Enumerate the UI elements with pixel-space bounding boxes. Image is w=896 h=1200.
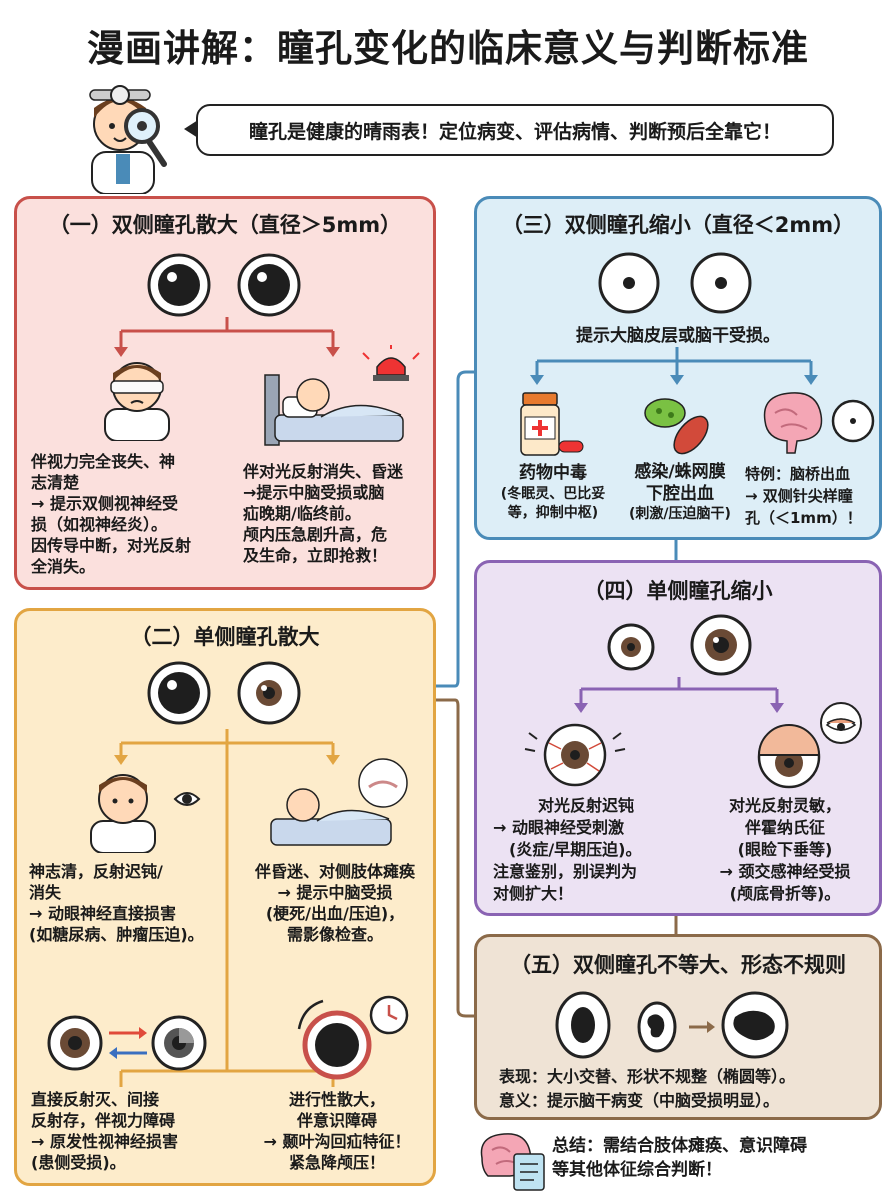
panel4-left-text: 对光反射迟钝 → 动眼神经受刺激 (炎症/早期压迫)。 注意鉴别，别误判为 对侧…: [493, 796, 642, 903]
paralyzed-patient-icon: [270, 758, 408, 846]
ptosis-eye-icon: [757, 702, 862, 789]
panel4-branch-arrow: [574, 677, 784, 713]
summary-text: 总结：需结合肢体瘫痪、意识障碍 等其他体征综合判断！: [552, 1136, 807, 1180]
brain-clipboard-icon: [480, 1133, 545, 1191]
brain-pinpoint-eye-icon: [763, 392, 875, 454]
afferent-defect-eyes-icon: [47, 1015, 207, 1071]
blindfolded-patient-icon: [104, 362, 170, 441]
panel3-subtitle: 提示大脑皮层或脑干受损。: [576, 326, 780, 346]
panel-bilateral-constriction: （三）双侧瞳孔缩小（直径＜2mm） 提示大脑皮层或脑干受损。 药物中毒 (冬眠灵…: [474, 196, 882, 540]
irregular-pupils-icon: [555, 991, 789, 1059]
panel1-title: （一）双侧瞳孔散大（直径＞5mm）: [48, 213, 402, 237]
panel-unilateral-constriction: （四）单侧瞳孔缩小 对光反射迟钝 → 动眼神经受刺激 (炎症/早期压迫)。 注意…: [474, 560, 882, 916]
panel2-right-text: 伴昏迷、对侧肢体瘫痪 → 提示中脑受损 (梗死/出血/压迫)， 需影像检查。: [254, 862, 415, 944]
unequal-small-eyes-icon: [607, 614, 752, 676]
panel1-left-text: 伴视力完全丧失、神 志清楚 → 提示双侧视神经受 损（如视神经炎）。 因传导中断…: [31, 452, 192, 576]
panel3-title: （三）双侧瞳孔缩小（直径＜2mm）: [501, 213, 855, 237]
panel4-title: （四）单侧瞳孔缩小: [583, 579, 773, 603]
constricted-eyes-icon: [598, 252, 752, 314]
panel3-col2-text: 感染/蛛网膜 下腔出血 (刺激/压迫脑干): [629, 462, 731, 522]
progressive-dilation-clock-icon: [297, 995, 409, 1080]
unequal-eyes-icon: [147, 661, 301, 725]
panel5-text: 表现：大小交替、形状不规整（椭圆等）。 意义：提示脑干病变（中脑受损明显）。: [499, 1067, 796, 1110]
doctor-magnifier-icon: [89, 85, 167, 194]
irritated-eye-icon: [524, 723, 626, 787]
panel3-col1-text: 药物中毒 (冬眠灵、巴比妥 等，抑制中枢): [500, 463, 606, 521]
panel5-title: （五）双侧瞳孔不等大、形态不规则: [510, 953, 846, 977]
panel1-branch-arrow: [114, 317, 340, 357]
dilated-eyes-icon: [147, 253, 301, 317]
panel-unilateral-dilation: （二）单侧瞳孔散大 神志清，反射迟钝/ 消失 → 动眼神经直接损害 (如糖尿病、…: [14, 608, 436, 1186]
panel4-right-text: 对光反射灵敏， 伴霍纳氏征 (眼睑下垂等) → 颈交感神经受损 (颅底骨折等)。: [719, 796, 851, 903]
comatose-patient-siren-icon: [264, 345, 420, 446]
page-title: 漫画讲解：瞳孔变化的临床意义与判断标准: [87, 27, 809, 70]
panel3-branch-arrows: [530, 347, 818, 385]
panel2-bottom-right-text: 进行性散大， 伴意识障碍 → 颞叶沟回疝特征！ 紧急降颅压！: [263, 1090, 411, 1172]
panel2-title: （二）单侧瞳孔散大: [130, 625, 320, 649]
panel1-right-text: 伴对光反射消失、昏迷 →提示中脑受损或脑 疝晚期/临终前。 颅内压急剧升高，危 …: [243, 462, 404, 565]
panel3-col3-text: 特例：脑桥出血 → 双侧针尖样瞳 孔（＜1mm）！: [745, 465, 862, 527]
alert-patient-eye-icon: [90, 774, 201, 853]
panel2-left-text: 神志清，反射迟钝/ 消失 → 动眼神经直接损害 (如糖尿病、肿瘤压迫)。: [29, 862, 204, 944]
panel2-bottom-left-text: 直接反射灭、间接 反射存，伴视力障碍 → 原发性视神经损害 (患侧受损)。: [31, 1090, 178, 1172]
medicine-bottle-icon: [520, 392, 584, 456]
intro-speech-bubble: 瞳孔是健康的晴雨表！定位病变、评估病情、判断预后全靠它！: [184, 104, 834, 156]
panel-bilateral-dilation: （一）双侧瞳孔散大（直径＞5mm） 伴视力完全丧失、神 志清楚 → 提示双侧视神…: [14, 196, 436, 590]
bacteria-icon: [644, 398, 709, 455]
panel-anisocoria-irregular: （五）双侧瞳孔不等大、形态不规则 表现：大小交替、形状不规整（椭圆等）。 意义：…: [474, 934, 882, 1120]
